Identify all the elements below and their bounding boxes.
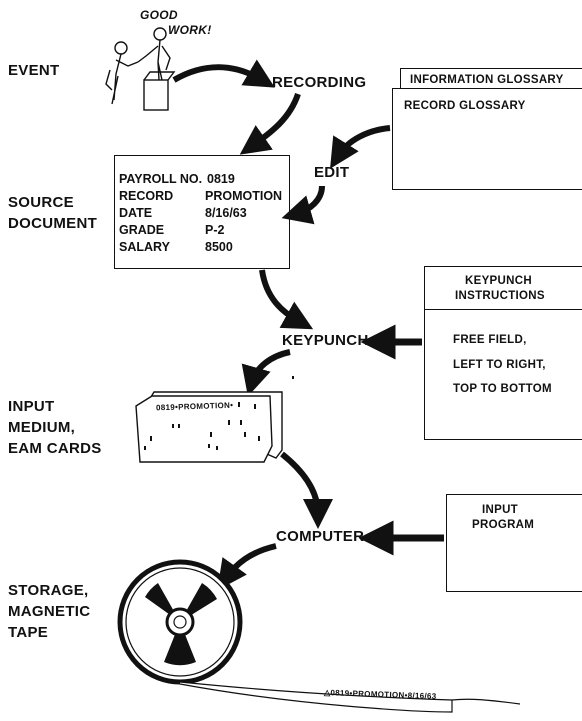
- speech-work: WORK!: [168, 23, 212, 37]
- stage-keypunch: KEYPUNCH: [282, 332, 369, 349]
- label-input-line: INPUT: [8, 398, 55, 415]
- arrow-computer-to-tape: [217, 543, 277, 591]
- doc-value-payroll: 0819: [207, 172, 235, 186]
- label-eam-cards-line: EAM CARDS: [8, 440, 102, 457]
- input-program-line-2: PROGRAM: [472, 519, 535, 531]
- arrow-glossary-to-edit: [330, 125, 391, 169]
- keypunch-line-3: TOP TO BOTTOM: [453, 383, 552, 395]
- doc-value-salary: 8500: [205, 240, 233, 254]
- label-medium-line: MEDIUM,: [8, 419, 76, 436]
- doc-value-grade: P-2: [205, 223, 225, 237]
- doc-value-date: 8/16/63: [205, 206, 247, 220]
- label-source-document: SOURCE DOCUMENT: [8, 192, 97, 234]
- label-tape-line: TAPE: [8, 624, 49, 641]
- event-people-illustration: [105, 27, 176, 111]
- label-event: EVENT: [8, 62, 60, 79]
- arrow-edit-to-document: [281, 185, 325, 225]
- arrow-recording-to-document: [239, 92, 301, 155]
- source-document-box: PAYROLL NO. 0819 RECORD PROMOTION DATE 8…: [114, 155, 290, 269]
- stage-computer: COMPUTER: [276, 528, 365, 545]
- doc-field-salary: SALARY: [119, 240, 170, 254]
- doc-field-record: RECORD: [119, 189, 174, 203]
- label-magnetic-line: MAGNETIC: [8, 603, 91, 620]
- keypunch-instructions-title-2: INSTRUCTIONS: [455, 290, 545, 302]
- arrow-keypunch-to-cards: [241, 349, 291, 397]
- input-program-box: INPUT PROGRAM: [446, 494, 582, 592]
- doc-field-grade: GRADE: [119, 223, 165, 237]
- arrow-document-to-keypunch: [259, 269, 314, 330]
- keypunch-line-2: LEFT TO RIGHT,: [453, 359, 546, 371]
- information-glossary-title: INFORMATION GLOSSARY: [410, 74, 564, 86]
- doc-field-date: DATE: [119, 206, 153, 220]
- eam-cards-illustration: [135, 376, 294, 463]
- label-storage: STORAGE, MAGNETIC TAPE: [8, 580, 90, 643]
- tape-reel-illustration: [117, 559, 243, 685]
- speech-good: GOOD: [140, 8, 178, 22]
- stage-recording: RECORDING: [272, 74, 367, 91]
- label-document-line: DOCUMENT: [8, 215, 98, 232]
- label-input-medium: INPUT MEDIUM, EAM CARDS: [8, 396, 102, 459]
- doc-value-record: PROMOTION: [205, 189, 283, 203]
- record-glossary-box: RECORD GLOSSARY: [392, 88, 582, 190]
- keypunch-instructions-box: KEYPUNCH INSTRUCTIONS FREE FIELD, LEFT T…: [424, 266, 582, 440]
- tape-strip-end: [451, 698, 521, 705]
- record-glossary-title: RECORD GLOSSARY: [404, 100, 526, 112]
- keypunch-line-1: FREE FIELD,: [453, 334, 527, 346]
- label-storage-line: STORAGE,: [8, 582, 89, 599]
- doc-field-payroll: PAYROLL NO.: [119, 172, 203, 186]
- arrow-cards-to-computer: [280, 451, 333, 529]
- keypunch-instructions-title-1: KEYPUNCH: [465, 275, 532, 287]
- input-program-line-1: INPUT: [482, 504, 518, 516]
- label-source-line: SOURCE: [8, 194, 74, 211]
- arrow-event-to-recording: [172, 59, 275, 88]
- keypunch-instructions-divider: [425, 309, 582, 310]
- tape-strip: [179, 681, 453, 713]
